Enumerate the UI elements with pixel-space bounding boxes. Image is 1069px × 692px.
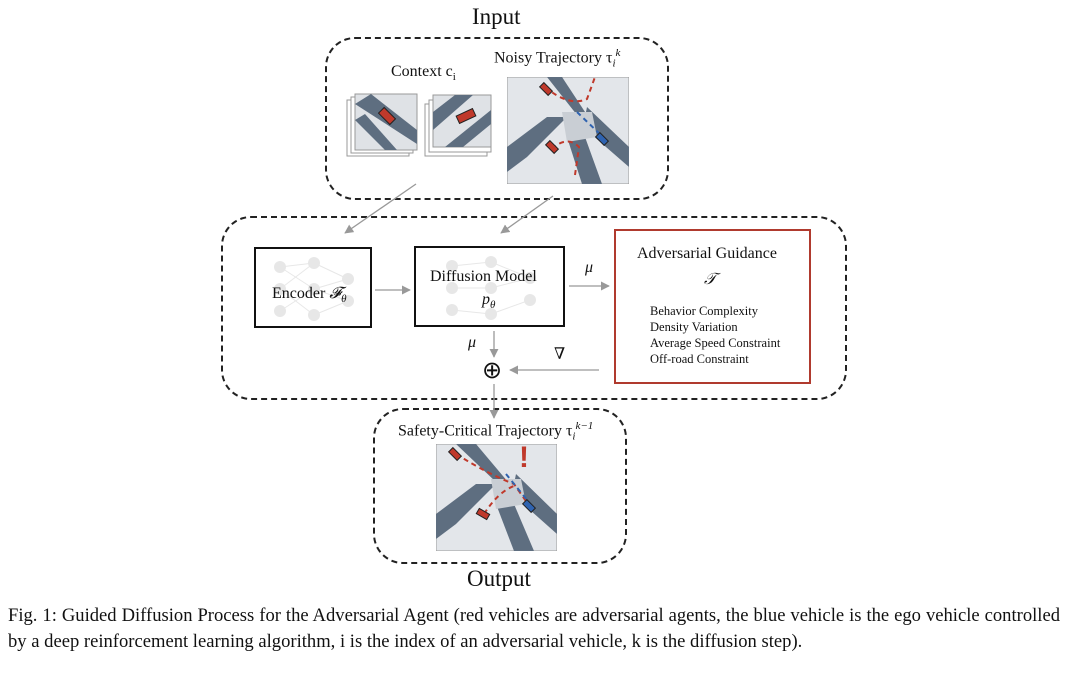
encoder-network-watermark — [274, 257, 354, 321]
context-stack-1 — [346, 93, 418, 157]
noisy-trajectory-map — [507, 77, 629, 184]
noisy-to-diffusion-arrow — [500, 195, 554, 234]
collision-alert-icon: ! — [519, 441, 529, 474]
input-title: Input — [472, 4, 521, 29]
output-title: Output — [467, 566, 531, 591]
mu-edge-label: μ — [585, 259, 594, 276]
guidance-item: Behavior Complexity — [650, 304, 758, 318]
guidance-item: Average Speed Constraint — [650, 336, 781, 350]
noisy-trajectory-label: Noisy Trajectory τik — [494, 47, 621, 70]
output-group — [373, 408, 627, 564]
diffusion-model-block: Diffusion Model pθ — [414, 246, 565, 327]
encoder-block: Encoder 𝓕θ — [254, 247, 372, 328]
adversarial-guidance-block: Adversarial Guidance 𝒯 Behavior Complexi… — [614, 229, 811, 384]
guidance-item: Off-road Constraint — [650, 352, 749, 366]
sum-node: ⊕ — [482, 356, 503, 384]
context-label: Context ci — [391, 63, 456, 84]
context-stack-2 — [424, 94, 492, 157]
model-group — [221, 216, 847, 400]
guidance-title: Adversarial Guidance — [637, 245, 777, 262]
figure-caption: Fig. 1: Guided Diffusion Process for the… — [8, 605, 1060, 652]
safety-critical-map — [436, 444, 557, 551]
encoder-label: Encoder 𝓕θ — [272, 283, 347, 306]
mu-down-edge-label: μ — [468, 334, 477, 351]
guidance-item: Density Variation — [650, 320, 738, 334]
context-to-encoder-arrow — [344, 183, 417, 234]
input-group — [325, 37, 669, 200]
diffusion-model-symbol: pθ — [482, 291, 496, 312]
diffusion-model-label: Diffusion Model — [430, 268, 537, 285]
safety-critical-label: Safety-Critical Trajectory τik−1 — [398, 420, 594, 443]
guidance-symbol: 𝒯 — [704, 269, 717, 288]
gradient-edge-label: ∇ — [554, 346, 566, 363]
context-maps — [346, 93, 492, 157]
diffusion-network-watermark — [446, 256, 536, 320]
